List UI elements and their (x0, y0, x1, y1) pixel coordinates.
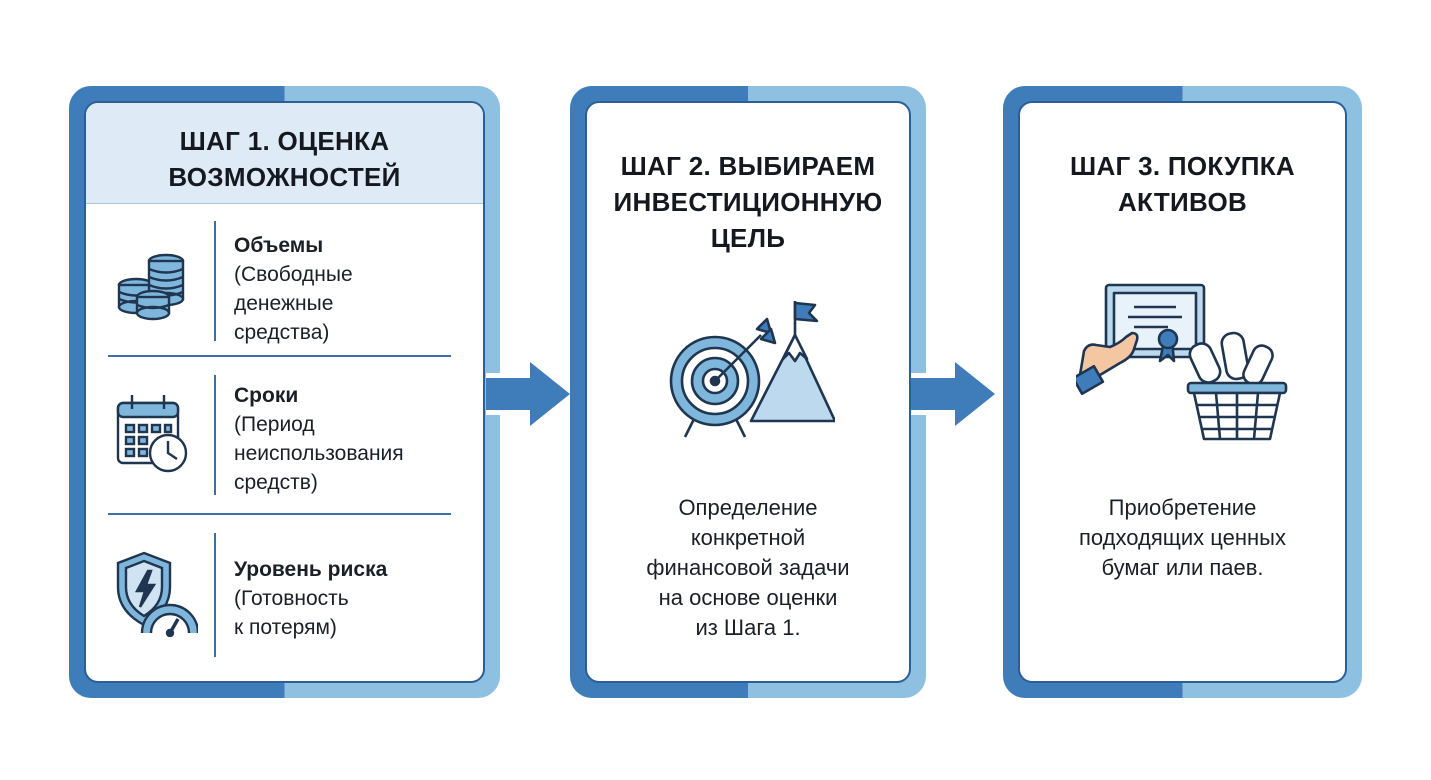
desc-line: бумаг или паев. (1101, 555, 1264, 580)
divider-horizontal (108, 513, 451, 515)
desc-line: конкретной (690, 525, 806, 550)
step2-title: ШАГ 2. ВЫБИРАЕМ ИНВЕСТИЦИОННУЮ ЦЕЛЬ (587, 148, 909, 256)
item-desc-line: (Свободные (234, 263, 353, 286)
step1-header: ШАГ 1. ОЦЕНКА ВОЗМОЖНОСТЕЙ (86, 103, 483, 204)
step2-card: ШАГ 2. ВЫБИРАЕМ ИНВЕСТИЦИОННУЮ ЦЕЛЬ (585, 101, 911, 683)
coins-icon (108, 239, 192, 328)
step2-description: Определение конкретной финансовой задачи… (587, 493, 909, 643)
certificate-basket-icon (1071, 283, 1296, 453)
arrow-right-icon (486, 357, 575, 431)
item-text: Объемы (Свободные денежные средства) (234, 231, 353, 347)
step1-title-line: ВОЗМОЖНОСТЕЙ (168, 162, 401, 192)
step2-panel: ШАГ 2. ВЫБИРАЕМ ИНВЕСТИЦИОННУЮ ЦЕЛЬ (570, 86, 926, 698)
item-title: Объемы (234, 234, 324, 257)
step1-item-terms: Сроки (Период неиспользования средств) (86, 375, 483, 500)
step1-title: ШАГ 1. ОЦЕНКА ВОЗМОЖНОСТЕЙ (86, 123, 483, 195)
arrow-right-icon (911, 357, 1000, 431)
step1-title-line: ШАГ 1. ОЦЕНКА (179, 126, 390, 156)
desc-line: на основе оценки (658, 585, 838, 610)
target-mountain-icon (665, 299, 837, 449)
step1-card: ШАГ 1. ОЦЕНКА ВОЗМОЖНОСТЕЙ (84, 101, 485, 683)
item-text: Сроки (Период неиспользования средств) (234, 381, 404, 497)
shield-gauge-icon (108, 547, 200, 642)
step3-description: Приобретение подходящих ценных бумаг или… (1020, 493, 1345, 583)
step3-title-line: АКТИВОВ (1117, 187, 1248, 217)
item-desc-line: (Готовность (234, 587, 349, 610)
step3-card: ШАГ 3. ПОКУПКА АКТИВОВ (1018, 101, 1347, 683)
step1-panel: ШАГ 1. ОЦЕНКА ВОЗМОЖНОСТЕЙ (69, 86, 500, 698)
divider-vertical (214, 221, 216, 341)
desc-line: из Шага 1. (695, 615, 801, 640)
item-desc-line: к потерям) (234, 616, 337, 639)
divider-horizontal (108, 355, 451, 357)
step3-title-line: ШАГ 3. ПОКУПКА (1070, 151, 1295, 181)
step2-title-line: ЦЕЛЬ (710, 223, 786, 253)
desc-line: финансовой задачи (646, 555, 850, 580)
desc-line: Определение (678, 495, 818, 520)
step3-title: ШАГ 3. ПОКУПКА АКТИВОВ (1020, 148, 1345, 220)
item-title: Сроки (234, 384, 299, 407)
divider-vertical (214, 375, 216, 495)
step2-title-line: ИНВЕСТИЦИОННУЮ (613, 187, 883, 217)
divider-vertical (214, 533, 216, 657)
desc-line: подходящих ценных (1079, 525, 1286, 550)
item-desc-line: денежные (234, 292, 334, 315)
step1-item-risk: Уровень риска (Готовность к потерям) (86, 533, 483, 663)
item-desc-line: средства) (234, 321, 330, 344)
step3-panel: ШАГ 3. ПОКУПКА АКТИВОВ (1003, 86, 1362, 698)
step1-item-volumes: Объемы (Свободные денежные средства) (86, 221, 483, 346)
item-desc-line: (Период (234, 413, 315, 436)
item-desc-line: неиспользования (234, 442, 404, 465)
desc-line: Приобретение (1108, 495, 1257, 520)
step2-title-line: ШАГ 2. ВЫБИРАЕМ (620, 151, 876, 181)
calendar-clock-icon (108, 389, 192, 484)
item-text: Уровень риска (Готовность к потерям) (234, 555, 387, 642)
item-title: Уровень риска (234, 558, 388, 581)
item-desc-line: средств) (234, 471, 318, 494)
